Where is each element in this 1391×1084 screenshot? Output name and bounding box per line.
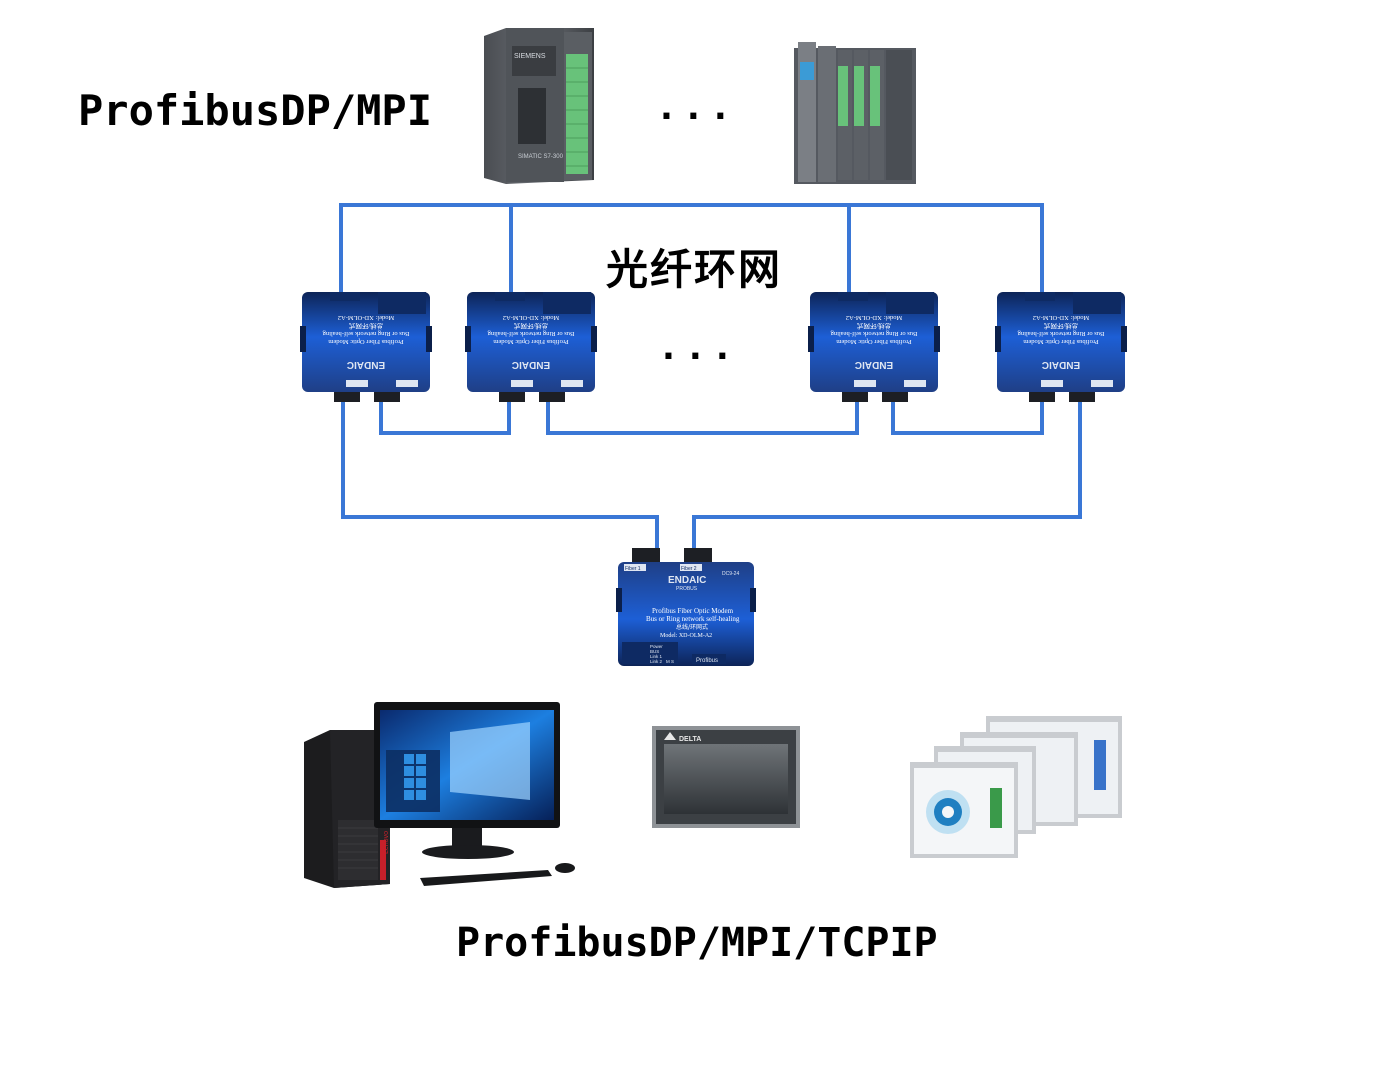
desktop-computer: Lenovo bbox=[304, 702, 575, 888]
ring-modem-2-brand: ENDAIC bbox=[512, 359, 550, 370]
bottom-modem-line4: Model: XD-OLM-A2 bbox=[660, 633, 712, 639]
ring-modem-4-line2: Bus or Ring network self-healing bbox=[1017, 330, 1104, 337]
plc-siemens-s7-300: SIEMENS SIMATIC S7-300 bbox=[484, 28, 594, 184]
fiber-link-2-3 bbox=[546, 398, 859, 435]
ring-modem-3-line4: Model: XD-OLM-A2 bbox=[846, 314, 903, 321]
bottom-modem-sub: PROBUS bbox=[676, 586, 698, 592]
hmi-panel-1 bbox=[910, 762, 1018, 858]
delta-logo-icon bbox=[664, 732, 676, 740]
bottom-modem-brand: ENDAIC bbox=[668, 575, 706, 586]
plc-s7-400 bbox=[794, 42, 916, 184]
windows-logo-icon bbox=[450, 722, 530, 800]
computer-brand: Lenovo bbox=[383, 831, 390, 854]
ring-modem-1-line4: Model: XD-OLM-A2 bbox=[338, 314, 395, 321]
hmi-brand: DELTA bbox=[679, 736, 701, 743]
ring-modem-1-line3: 总线/环网式 bbox=[348, 322, 383, 331]
bottom-protocol-label: ProfibusDP/MPI/TCPIP bbox=[456, 920, 938, 966]
bottom-modem-led-power: Power bbox=[650, 644, 663, 649]
bottom-modem-profibus: Profibus bbox=[696, 658, 718, 664]
fiber-connections bbox=[339, 203, 1082, 558]
fiber-top-bus bbox=[339, 203, 1044, 294]
ring-modem-4-line1: Profibus Fiber Optic Modem bbox=[1023, 338, 1098, 345]
plc-brand: SIEMENS bbox=[514, 53, 546, 60]
ellipsis-middle: ... bbox=[662, 328, 743, 368]
ring-modem-2-line2: Bus or Ring network self-healing bbox=[487, 330, 574, 337]
top-protocol-label: ProfibusDP/MPI bbox=[78, 86, 433, 135]
ring-modem-2-line3: 总线/环网式 bbox=[513, 322, 548, 331]
ring-modem-3-line2: Bus or Ring network self-healing bbox=[830, 330, 917, 337]
ring-modem-2-line1: Profibus Fiber Optic Modem bbox=[493, 338, 568, 345]
ring-modem-4-brand: ENDAIC bbox=[1042, 359, 1080, 370]
bottom-modem-line3: 总线/环网式 bbox=[676, 623, 708, 631]
ring-modem-1-brand: ENDAIC bbox=[347, 359, 385, 370]
fiber-loop-right bbox=[692, 398, 1082, 558]
bottom-modem-line1: Profibus Fiber Optic Modem bbox=[652, 607, 734, 615]
bottom-modem-port2: Fiber 2 bbox=[681, 566, 697, 572]
ring-modem-1-line2: Bus or Ring network self-healing bbox=[322, 330, 409, 337]
fiber-link-1-2 bbox=[379, 398, 511, 435]
bottom-modem-line2: Bus or Ring network self-healing bbox=[646, 615, 740, 623]
bottom-modem-ms: M S bbox=[666, 659, 674, 664]
bottom-modem-led-link2: Link 2 bbox=[650, 659, 663, 664]
ring-modem-3-line1: Profibus Fiber Optic Modem bbox=[836, 338, 911, 345]
fiber-link-3-4 bbox=[891, 398, 1044, 435]
bottom-modem-port1: Fiber 1 bbox=[625, 566, 641, 572]
bottom-modem: Fiber 1 Fiber 2 DC9-24 ENDAIC PROBUS Pro… bbox=[616, 548, 756, 666]
ring-modem-4-line3: 总线/环网式 bbox=[1043, 322, 1078, 331]
delta-hmi: DELTA bbox=[652, 726, 800, 828]
siemens-hmi-panels bbox=[910, 716, 1122, 858]
ellipsis-top: ... bbox=[660, 88, 741, 128]
ring-modem-2-line4: Model: XD-OLM-A2 bbox=[503, 314, 560, 321]
bottom-modem-led-bus: BUS bbox=[650, 649, 659, 654]
ring-modem-3-line3: 总线/环网式 bbox=[856, 322, 891, 331]
fiber-loop-left bbox=[341, 398, 659, 558]
plc-model: SIMATIC S7-300 bbox=[518, 154, 564, 160]
ring-modem-3-brand: ENDAIC bbox=[855, 359, 893, 370]
bottom-modem-led-link1: Link 1 bbox=[650, 654, 663, 659]
ring-modem-1-line1: Profibus Fiber Optic Modem bbox=[328, 338, 403, 345]
bottom-modem-power: DC9-24 bbox=[722, 571, 739, 577]
fiber-ring-label: 光纤环网 bbox=[606, 245, 783, 294]
ring-modem-4-line4: Model: XD-OLM-A2 bbox=[1033, 314, 1090, 321]
